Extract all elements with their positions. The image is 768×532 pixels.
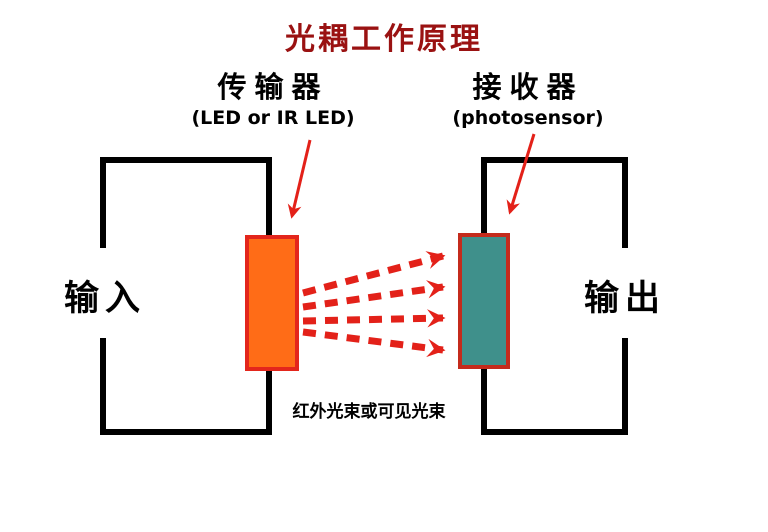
page-title: 光耦工作原理 xyxy=(285,22,483,57)
transmitter-sublabel: (LED or IR LED) xyxy=(191,106,355,129)
output-label: 输出 xyxy=(583,279,666,319)
receiver-pointer-arrow-icon xyxy=(506,133,536,215)
beam-caption: 红外光束或可见光束 xyxy=(292,402,446,422)
transmitter-label: 传输器 xyxy=(217,70,329,104)
led-component xyxy=(245,235,299,371)
light-beam-arrow-1-icon xyxy=(302,251,446,297)
receiver-label-group: 接收器 (photosensor) xyxy=(408,70,648,130)
photosensor-component xyxy=(458,233,510,369)
transmitter-label-group: 传输器 (LED or IR LED) xyxy=(153,70,393,130)
receiver-label: 接收器 xyxy=(472,70,584,104)
transmitter-pointer-arrow-icon xyxy=(287,139,312,219)
light-beam-arrow-2-icon xyxy=(302,280,446,311)
receiver-sublabel: (photosensor) xyxy=(452,106,604,129)
light-beam-arrow-4-icon xyxy=(302,328,446,358)
input-label: 输入 xyxy=(63,279,146,319)
light-beam-arrow-3-icon xyxy=(302,309,446,328)
